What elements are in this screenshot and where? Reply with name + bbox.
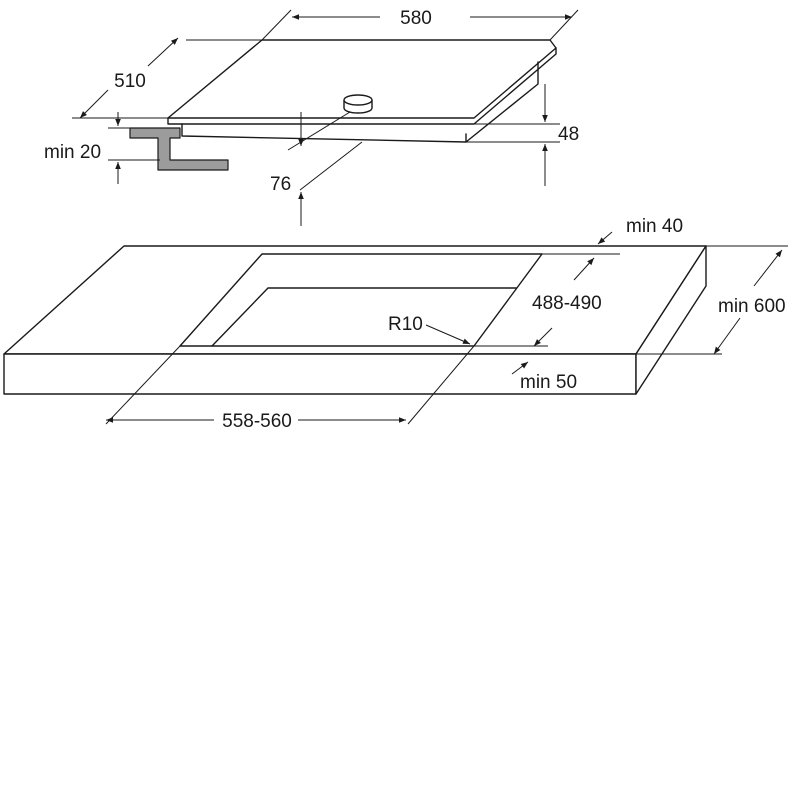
hob-height-label: 48 bbox=[558, 124, 579, 145]
hob-min-gap-label: min 20 bbox=[44, 142, 101, 163]
hob-depth-label: 510 bbox=[114, 71, 146, 92]
front-edge-label: min 40 bbox=[626, 216, 683, 237]
corner-radius-label: R10 bbox=[388, 314, 423, 335]
cutout-inner-edge bbox=[211, 287, 517, 347]
cutout-width-label: 558-560 bbox=[222, 411, 292, 432]
hob-dimensions: 580 510 48 76 min 20 bbox=[44, 8, 579, 226]
worktop-depth-label: min 600 bbox=[718, 296, 786, 317]
cutout-depth-label: 488-490 bbox=[532, 293, 602, 314]
hob-glass-top bbox=[167, 39, 557, 119]
worktop-dimensions: min 40 488-490 min 600 R10 min 50 558-56… bbox=[105, 216, 788, 432]
hob-knob bbox=[343, 94, 373, 114]
hob-width-label: 580 bbox=[400, 8, 432, 29]
worktop-drawing bbox=[3, 245, 707, 395]
worktop-side-face bbox=[635, 245, 707, 395]
rear-edge-label: min 50 bbox=[520, 372, 577, 393]
hob-clearance-label: 76 bbox=[270, 174, 291, 195]
hob-drawing bbox=[129, 39, 557, 171]
mounting-bracket bbox=[129, 127, 229, 171]
